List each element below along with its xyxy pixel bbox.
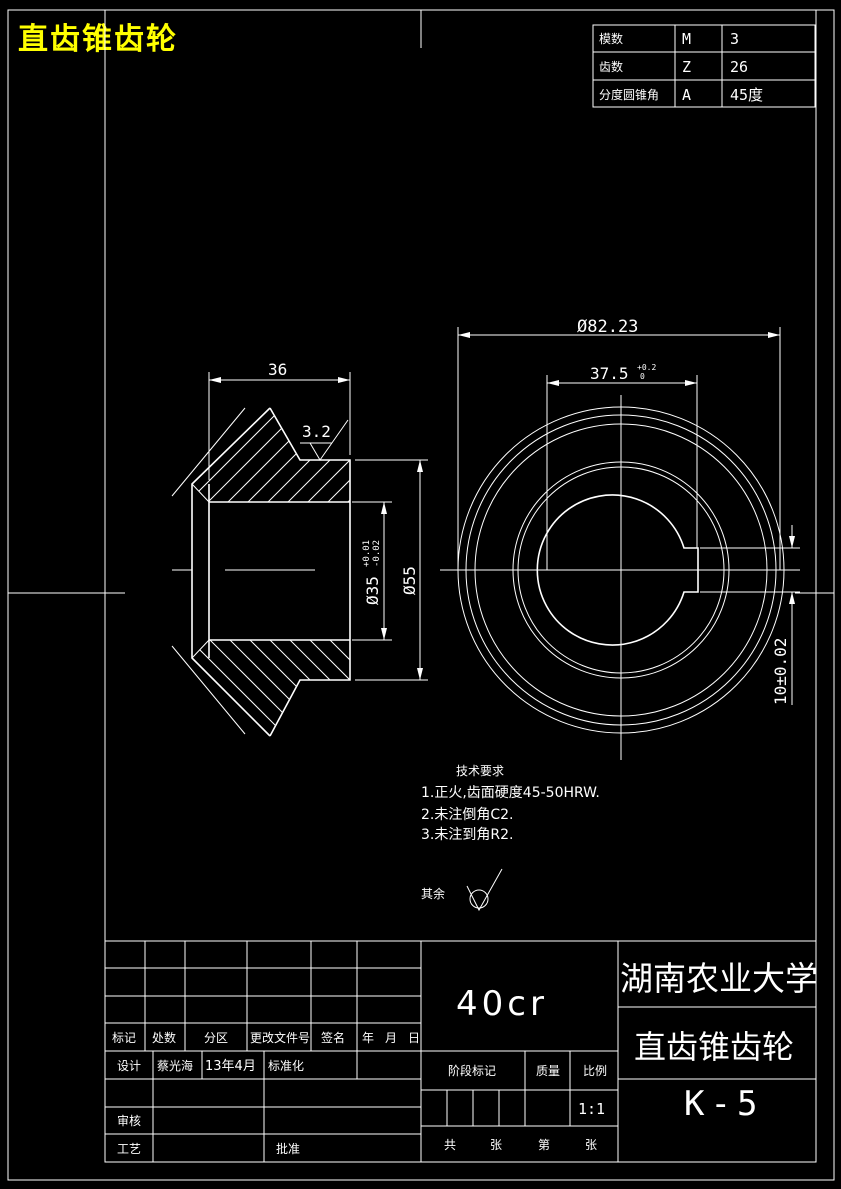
dim-keyway-tol2: 0 <box>640 372 645 381</box>
front-view: Ø82.23 37.5 +0.2 0 10±0.02 <box>440 317 800 760</box>
param-name-1: 齿数 <box>599 59 623 74</box>
designer-name: 蔡光海 <box>157 1058 193 1073</box>
hdr-month: 月 <box>385 1031 397 1045</box>
drawing-number: K-5 <box>684 1084 763 1124</box>
tech-requirements: 技术要求 1.正火,齿面硬度45-50HRW. 2.未注倒角C2. 3.未注到角… <box>421 764 600 912</box>
param-symbol-0: M <box>682 30 691 48</box>
hdr-signature: 签名 <box>321 1030 345 1045</box>
hdr-year: 年 <box>362 1031 374 1045</box>
process-label: 工艺 <box>117 1142 141 1156</box>
hdr-change-doc: 更改文件号 <box>250 1030 310 1045</box>
scale-value: 1:1 <box>578 1100 605 1118</box>
hatch-bottom <box>192 640 350 736</box>
dim-width-36: 36 <box>268 360 287 379</box>
material: 40cr <box>456 984 548 1024</box>
sheet-no-label: 第 <box>538 1138 550 1152</box>
roughness-check-icon <box>466 868 503 912</box>
param-value-0: 3 <box>730 30 739 48</box>
approve-label: 批准 <box>276 1141 300 1156</box>
stage-mark-label: 阶段标记 <box>448 1063 496 1078</box>
param-value-2: 45度 <box>730 86 763 104</box>
hdr-day: 日 <box>408 1031 420 1045</box>
dim-bore-tol-upper: +0.01 <box>362 540 372 567</box>
param-table: 模数 M 3 齿数 Z 26 分度圆锥角 A 45度 <box>592 24 816 108</box>
roughness-3-2: 3.2 <box>302 422 331 441</box>
tech-heading: 技术要求 <box>456 764 504 778</box>
dim-outer-dia: Ø82.23 <box>577 317 638 337</box>
scale-label: 比例 <box>583 1064 607 1078</box>
dim-bore-tol-lower: -0.02 <box>372 540 382 567</box>
section-view: 36 3.2 Ø35 +0.01 -0.02 Ø55 <box>171 360 428 737</box>
tech-item-3: 3.未注到角R2. <box>421 827 513 843</box>
sheet-unit-1: 张 <box>490 1138 502 1152</box>
drawing-title: 直齿锥齿轮 <box>18 22 178 57</box>
param-name-2: 分度圆锥角 <box>599 87 659 102</box>
sheet-total-label: 共 <box>444 1138 456 1152</box>
hdr-zone: 分区 <box>204 1031 228 1045</box>
organization: 湖南农业大学 <box>620 959 818 998</box>
design-date: 13年4月 <box>205 1059 256 1074</box>
designer-label: 设计 <box>117 1059 141 1073</box>
sheet-unit-2: 张 <box>585 1138 597 1152</box>
dim-keyway-width: 37.5 <box>590 364 629 383</box>
part-name: 直齿锥齿轮 <box>634 1028 794 1066</box>
hatch-top <box>192 408 350 502</box>
review-label: 审核 <box>117 1113 141 1128</box>
param-symbol-2: A <box>682 86 691 104</box>
param-value-1: 26 <box>730 58 748 76</box>
title-block: 标记 处数 分区 更改文件号 签名 年 月 日 设计 蔡光海 13年4月 标准化… <box>105 940 818 1162</box>
param-name-0: 模数 <box>599 31 623 46</box>
dim-keyway-depth: 10±0.02 <box>771 638 790 705</box>
inner-frame <box>104 9 817 1163</box>
dim-bore-dia: Ø35 <box>363 576 382 605</box>
other-surface-label: 其余 <box>421 886 445 901</box>
dim-keyway-tol: +0.2 <box>637 363 656 372</box>
dim-hub-dia: Ø55 <box>400 566 419 595</box>
weight-label: 质量 <box>536 1064 560 1078</box>
hdr-mark: 标记 <box>112 1031 136 1045</box>
tech-item-1: 1.正火,齿面硬度45-50HRW. <box>421 785 600 801</box>
roughness-symbol-icon <box>469 889 489 909</box>
standardization-label: 标准化 <box>268 1059 304 1073</box>
param-symbol-1: Z <box>682 58 691 76</box>
tech-item-2: 2.未注倒角C2. <box>421 807 514 823</box>
hdr-count: 处数 <box>152 1030 176 1045</box>
